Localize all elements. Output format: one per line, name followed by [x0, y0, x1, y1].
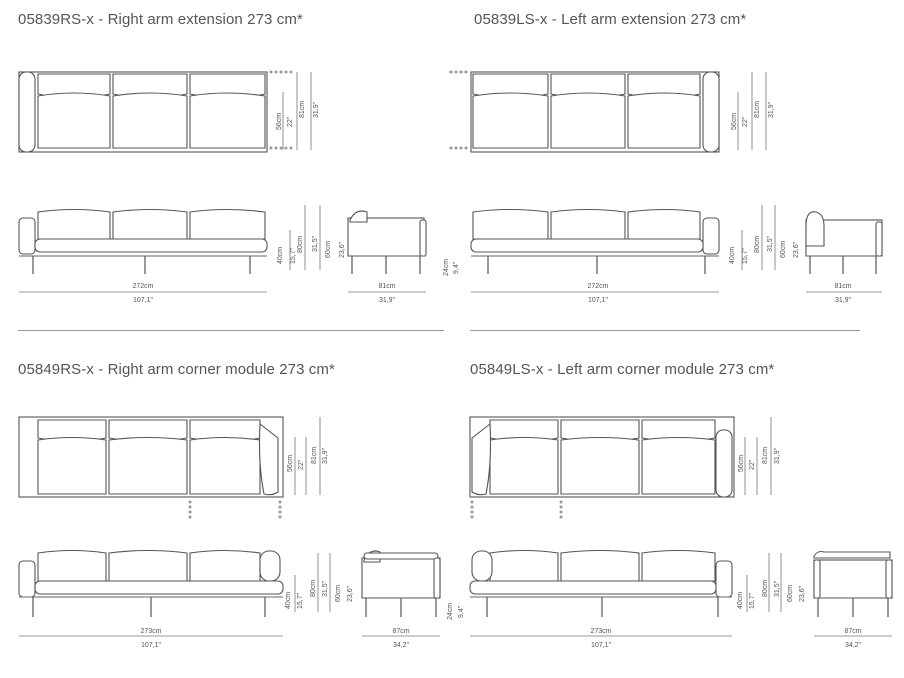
top-depth-inch-label: 31,9" — [313, 101, 320, 118]
side-depth-inch-label: 34,2" — [845, 642, 862, 649]
module-title-05839RS: 05839RS-x - Right arm extension 273 cm* — [18, 11, 303, 28]
front-h-inch-label: 31,5" — [767, 235, 774, 252]
front-seat-h-inch-label: 15,7" — [749, 592, 756, 609]
front-arm-h-label: 60cm — [335, 585, 342, 602]
top-view-05849LS — [469, 416, 735, 498]
module-title-05849RS: 05849RS-x - Right arm corner module 273 … — [18, 361, 335, 378]
corner-dots-05849RS — [188, 500, 282, 519]
module-title-05839LS: 05839LS-x - Left arm extension 273 cm* — [474, 11, 747, 28]
front-width-inch-label: 107,1" — [591, 642, 612, 649]
front-h-label: 80cm — [754, 236, 761, 253]
side-depth-inch-label: 34,2" — [393, 642, 410, 649]
front-h-label: 80cm — [762, 580, 769, 597]
front-arm-h-label: 60cm — [780, 241, 787, 258]
side-view-05839RS — [347, 210, 427, 274]
top-depth-inch-label: 31,9" — [322, 447, 329, 464]
top-depth-inch-label: 31,9" — [774, 447, 781, 464]
front-seat-h-label: 40cm — [737, 592, 744, 609]
top-depth-label: 81cm — [754, 101, 761, 118]
side-depth-inch-label: 31,9" — [379, 297, 396, 304]
front-width-inch-label: 107,1" — [133, 297, 154, 304]
front-arm-h-inch-label: 23,6" — [339, 241, 346, 258]
side-depth-label: 81cm — [834, 283, 851, 290]
extension-dots-05839RS — [269, 70, 293, 150]
top-depth-inch-label: 31,9" — [768, 101, 775, 118]
front-h-inch-label: 31,5" — [312, 235, 319, 252]
front-arm-h-label: 60cm — [787, 585, 794, 602]
top-seat-depth-inch-label: 22" — [749, 459, 756, 470]
front-seat-h-inch-label: 15,7" — [742, 247, 749, 264]
top-seat-depth-inch-label: 22" — [287, 116, 294, 127]
front-h-label: 80cm — [297, 236, 304, 253]
front-arm-h-inch-label: 23,6" — [347, 585, 354, 602]
top-depth-label: 81cm — [311, 447, 318, 464]
front-seat-h-label: 40cm — [277, 247, 284, 264]
side-view-05849LS — [813, 550, 893, 617]
front-leg-h-label: 24cm — [443, 259, 450, 276]
top-view-05849RS — [18, 416, 284, 498]
front-width-inch-label: 107,1" — [588, 297, 609, 304]
side-depth-inch-label: 31,9" — [835, 297, 852, 304]
extension-dots-05839LS — [449, 70, 468, 150]
front-view-05839LS — [470, 208, 720, 274]
top-seat-depth-label: 56cm — [738, 455, 745, 472]
top-seat-depth-label: 56cm — [276, 113, 283, 130]
top-view-05839LS — [470, 71, 720, 153]
front-arm-h-inch-label: 23,6" — [799, 585, 806, 602]
front-leg-h-inch-label: 9,4" — [453, 261, 460, 274]
top-seat-depth-label: 56cm — [287, 455, 294, 472]
front-seat-h-inch-label: 15,7" — [297, 592, 304, 609]
front-width-label: 273cm — [590, 628, 611, 635]
front-h-inch-label: 31,5" — [774, 580, 781, 597]
front-view-05849LS — [469, 549, 733, 617]
top-seat-depth-inch-label: 22" — [742, 116, 749, 127]
front-width-label: 272cm — [587, 283, 608, 290]
module-title-05849LS: 05849LS-x - Left arm corner module 273 c… — [470, 361, 775, 378]
front-arm-h-label: 60cm — [325, 241, 332, 258]
front-h-label: 80cm — [310, 580, 317, 597]
front-seat-h-label: 40cm — [729, 247, 736, 264]
top-seat-depth-label: 56cm — [731, 113, 738, 130]
front-h-inch-label: 31,5" — [322, 580, 329, 597]
top-depth-label: 81cm — [762, 447, 769, 464]
front-view-05849RS — [18, 549, 284, 617]
front-width-label: 273cm — [140, 628, 161, 635]
front-arm-h-inch-label: 23,6" — [793, 241, 800, 258]
corner-dots-05849LS — [470, 500, 563, 519]
side-view-05839LS — [805, 211, 883, 274]
side-view-05849RS — [361, 550, 441, 617]
front-seat-h-inch-label: 15,7" — [290, 247, 297, 264]
front-leg-h-label: 24cm — [447, 603, 454, 620]
section-divider-right — [470, 330, 860, 331]
side-depth-label: 87cm — [392, 628, 409, 635]
front-width-label: 272cm — [132, 283, 153, 290]
section-divider-left — [18, 330, 444, 331]
side-depth-label: 81cm — [378, 283, 395, 290]
front-width-inch-label: 107,1" — [141, 642, 162, 649]
top-seat-depth-inch-label: 22" — [298, 459, 305, 470]
front-seat-h-label: 40cm — [285, 592, 292, 609]
side-depth-label: 87cm — [844, 628, 861, 635]
front-view-05839RS — [18, 208, 268, 274]
top-depth-label: 81cm — [299, 101, 306, 118]
front-leg-h-inch-label: 9,4" — [458, 605, 465, 618]
top-view-05839RS — [18, 71, 268, 153]
